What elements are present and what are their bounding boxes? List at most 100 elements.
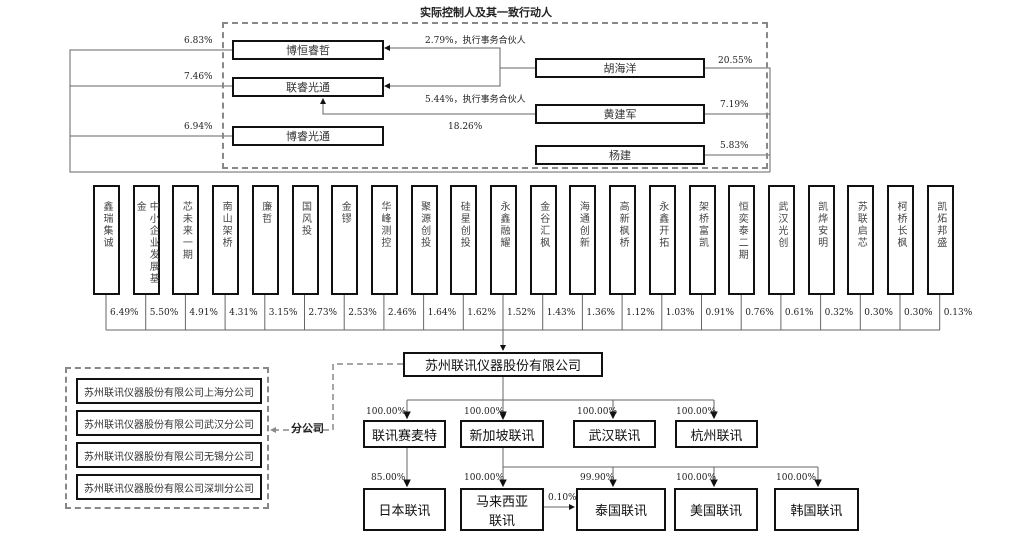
sub-thailand: 泰国联讯 bbox=[576, 488, 666, 531]
sub-japan: 日本联讯 bbox=[363, 488, 446, 531]
shareholder-box: 鑫瑞集诚 bbox=[93, 185, 120, 295]
shareholder-pct: 4.91% bbox=[189, 308, 218, 318]
shareholder-box: 永鑫开拓 bbox=[648, 185, 676, 295]
pct-yangjian: 5.83% bbox=[720, 141, 749, 151]
label-huang-to-lianrui: 18.26% bbox=[448, 122, 483, 132]
shareholder-box: 武汉光创 bbox=[767, 185, 795, 295]
shareholder-box: 廉哲 bbox=[251, 185, 279, 295]
branch-shanghai: 苏州联讯仪器股份有限公司上海分公司 bbox=[76, 378, 262, 404]
shareholder-name: 中小企业发展基金 bbox=[134, 201, 159, 285]
pct-thailand: 99.90% bbox=[580, 473, 615, 483]
branch-wuhan: 苏州联讯仪器股份有限公司武汉分公司 bbox=[76, 410, 262, 436]
shareholder-pct: 1.62% bbox=[467, 308, 496, 318]
pct-usa: 100.00% bbox=[676, 473, 717, 483]
sub-singapore: 新加坡联讯 bbox=[460, 420, 544, 448]
shareholder-box: 恒奕泰二期 bbox=[728, 185, 756, 295]
pct-sub-2: 100.00% bbox=[577, 407, 618, 417]
shareholder-pct: 0.30% bbox=[864, 308, 893, 318]
shareholder-name: 芯未来一期 bbox=[180, 201, 192, 261]
shareholder-box: 南山架桥 bbox=[212, 185, 240, 295]
sub-lianxun-saimaite: 联讯赛麦特 bbox=[363, 420, 446, 448]
pct-sub-3: 100.00% bbox=[676, 407, 717, 417]
shareholder-box: 架桥富凯 bbox=[688, 185, 716, 295]
shareholder-name: 武汉光创 bbox=[775, 201, 787, 249]
pct-sub-0: 100.00% bbox=[366, 407, 407, 417]
pct-huhaiyang: 20.55% bbox=[718, 56, 753, 66]
shareholder-pct: 2.46% bbox=[387, 308, 417, 318]
pct-korea: 100.00% bbox=[776, 473, 817, 483]
shareholder-name: 华峰测控 bbox=[378, 201, 390, 249]
shareholder-name: 聚源创投 bbox=[418, 201, 430, 249]
shareholder-pct: 5.50% bbox=[149, 308, 179, 318]
shareholder-name: 永鑫融耀 bbox=[498, 201, 509, 249]
shareholder-name: 鑫瑞集诚 bbox=[101, 201, 112, 249]
shareholder-pct: 1.43% bbox=[546, 308, 576, 318]
entity-boruiguangtong: 博睿光通 bbox=[232, 126, 384, 146]
pct-malaysia-to-thailand: 0.10% bbox=[548, 493, 577, 503]
branch-group bbox=[65, 367, 269, 509]
sub-usa: 美国联讯 bbox=[674, 488, 758, 531]
shareholder-box: 国风投 bbox=[291, 185, 319, 295]
controllers-group bbox=[222, 22, 768, 169]
shareholder-pct: 2.73% bbox=[308, 308, 338, 318]
sub-korea: 韩国联讯 bbox=[774, 488, 859, 531]
shareholder-box: 凯炻邦盛 bbox=[926, 185, 954, 295]
shareholder-box: 高新枫桥 bbox=[609, 185, 637, 295]
entity-lianruiguangtong: 联睿光通 bbox=[232, 77, 384, 97]
shareholder-pct: 0.30% bbox=[904, 308, 933, 318]
shareholder-name: 凯炻邦盛 bbox=[934, 201, 946, 249]
shareholder-box: 华峰测控 bbox=[370, 185, 398, 295]
branch-wuxi: 苏州联讯仪器股份有限公司无锡分公司 bbox=[76, 442, 262, 468]
shareholder-name: 高新枫桥 bbox=[617, 201, 629, 249]
pct-bohengruizhe: 6.83% bbox=[184, 36, 213, 46]
shareholder-box: 柯桥长枫 bbox=[887, 185, 914, 295]
shareholder-box: 金镠 bbox=[331, 185, 359, 295]
sub-hangzhou: 杭州联讯 bbox=[675, 420, 758, 448]
shareholder-box: 凯烨安明 bbox=[807, 185, 835, 295]
shareholder-pct: 1.36% bbox=[586, 308, 615, 318]
shareholder-box: 聚源创投 bbox=[410, 185, 438, 295]
pct-sub-1: 100.00% bbox=[464, 407, 505, 417]
shareholder-box: 海通创新 bbox=[569, 185, 597, 295]
controllers-group-title: 实际控制人及其一致行动人 bbox=[420, 6, 552, 19]
shareholder-name: 金镠 bbox=[339, 201, 351, 225]
shareholder-pct: 6.49% bbox=[110, 308, 139, 318]
branch-label: 分公司 bbox=[291, 422, 324, 435]
shareholder-pct: 1.52% bbox=[507, 308, 536, 318]
shareholder-pct: 2.53% bbox=[348, 308, 377, 318]
shareholder-name: 廉哲 bbox=[259, 201, 271, 225]
shareholder-pct: 1.12% bbox=[626, 308, 655, 318]
label-hu-to-boheng: 2.79%，执行事务合伙人 bbox=[425, 36, 526, 46]
shareholder-pct: 1.64% bbox=[427, 308, 457, 318]
shareholder-pct: 0.76% bbox=[745, 308, 774, 318]
company-main: 苏州联讯仪器股份有限公司 bbox=[403, 352, 603, 377]
person-yangjian: 杨建 bbox=[535, 145, 705, 165]
shareholder-name: 硅星创投 bbox=[458, 201, 470, 249]
shareholder-name: 架桥富凯 bbox=[696, 201, 708, 249]
shareholder-name: 恒奕泰二期 bbox=[736, 201, 748, 261]
pct-japan: 85.00% bbox=[371, 473, 406, 483]
label-hu-to-lianrui: 5.44%，执行事务合伙人 bbox=[425, 95, 526, 105]
shareholder-name: 柯桥长枫 bbox=[895, 201, 906, 249]
shareholder-pct: 4.31% bbox=[229, 308, 258, 318]
pct-huangjianjun: 7.19% bbox=[720, 100, 749, 110]
person-huhaiyang: 胡海洋 bbox=[535, 58, 705, 78]
sub-wuhan: 武汉联讯 bbox=[573, 420, 656, 448]
shareholder-pct: 0.91% bbox=[705, 308, 735, 318]
shareholder-pct: 0.13% bbox=[943, 308, 973, 318]
shareholder-name: 永鑫开拓 bbox=[656, 201, 668, 249]
branch-shenzhen: 苏州联讯仪器股份有限公司深圳分公司 bbox=[76, 474, 262, 500]
shareholder-name: 国风投 bbox=[299, 201, 311, 237]
pct-boruiguangtong: 6.94% bbox=[184, 122, 213, 132]
shareholder-box: 芯未来一期 bbox=[172, 185, 200, 295]
shareholder-box: 苏联启芯 bbox=[847, 185, 875, 295]
sub-malaysia: 马来西亚联讯 bbox=[460, 488, 544, 531]
shareholder-name: 海通创新 bbox=[577, 201, 589, 249]
pct-lianruiguangtong: 7.46% bbox=[184, 72, 213, 82]
shareholder-box: 金谷汇枫 bbox=[529, 185, 557, 295]
shareholder-box: 永鑫融耀 bbox=[490, 185, 517, 295]
shareholder-box: 中小企业发展基金 bbox=[132, 185, 160, 295]
shareholder-name: 金谷汇枫 bbox=[537, 201, 549, 249]
